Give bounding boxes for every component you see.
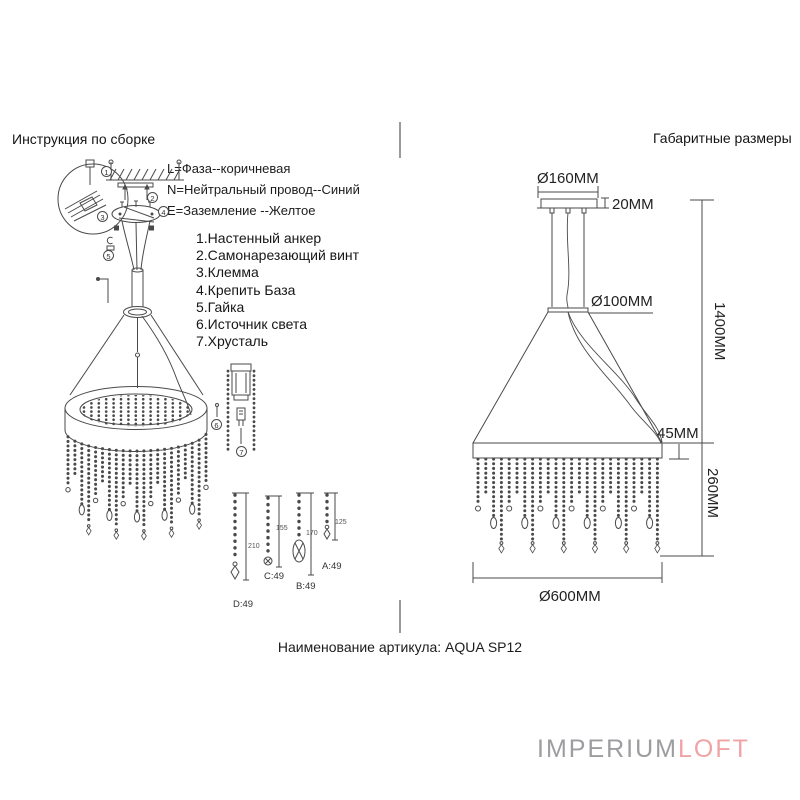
strand-label-a: A:49 bbox=[322, 561, 342, 572]
callout-screw: 2 bbox=[147, 192, 158, 203]
strand-length-b: 170 bbox=[306, 530, 318, 537]
part-item-4: 4.Крепить База bbox=[196, 281, 296, 298]
part-item-3: 3.Клемма bbox=[196, 264, 259, 281]
callout-crystal: 7 bbox=[236, 446, 247, 457]
callout-terminal: 3 bbox=[97, 211, 108, 222]
parts-list: 1.Настенный анкер 2.Самонарезающий винт … bbox=[196, 230, 359, 350]
dim-band-height: 45MM bbox=[657, 425, 699, 442]
part-item-7: 7.Хрусталь bbox=[196, 333, 268, 350]
strand-label-d: D:49 bbox=[233, 599, 254, 610]
callout-nut: 5 bbox=[103, 250, 114, 261]
divider-tick-top bbox=[399, 122, 401, 158]
callout-anchor: 1 bbox=[101, 166, 112, 177]
divider-tick-bottom bbox=[399, 600, 401, 633]
assembly-diagram bbox=[57, 159, 338, 581]
brand-logo-loft: LOFT bbox=[678, 735, 750, 763]
assembly-title: Инструкция по сборке bbox=[12, 131, 156, 147]
article-name: Наименование артикула: AQUA SP12 bbox=[277, 639, 523, 655]
strand-length-c: 155 bbox=[276, 525, 288, 532]
part-item-6: 6.Источник света bbox=[196, 316, 307, 333]
dimensions-diagram bbox=[472, 186, 714, 583]
dim-small-ring: Ø100MM bbox=[591, 293, 653, 310]
dim-overall-height: 1400MM bbox=[711, 302, 728, 361]
dimensions-title: Габаритные размеры bbox=[653, 130, 792, 146]
wire-ground-label: E=Заземление --Желтое bbox=[167, 203, 316, 218]
dim-canopy-diameter: Ø160MM bbox=[537, 170, 599, 187]
part-item-2: 2.Самонарезающий винт bbox=[196, 247, 360, 264]
dim-crystal-length: 260MM bbox=[704, 468, 721, 519]
strand-label-c: C:49 bbox=[264, 571, 285, 582]
strand-length-d: 210 bbox=[248, 543, 260, 550]
strand-label-b: B:49 bbox=[296, 581, 316, 592]
part-item-5: 5.Гайка bbox=[196, 298, 245, 315]
strand-length-a: 125 bbox=[335, 519, 347, 526]
callout-base: 4 bbox=[158, 206, 169, 217]
dim-ring-diameter: Ø600MM bbox=[539, 588, 601, 605]
part-item-1: 1.Настенный анкер bbox=[196, 230, 322, 246]
dim-canopy-height: 20MM bbox=[612, 196, 654, 213]
wiring-legend: L=Фаза--коричневая N=Нейтральный провод-… bbox=[167, 158, 360, 221]
brand-logo-imperium: IMPERIUM bbox=[537, 735, 678, 763]
brand-logo: IMPERIUMLOFT bbox=[537, 735, 750, 764]
wire-phase-label: L=Фаза--коричневая bbox=[167, 161, 291, 176]
callout-light-source: 6 bbox=[211, 419, 222, 430]
wire-neutral-label: N=Нейтральный провод--Синий bbox=[167, 182, 360, 197]
